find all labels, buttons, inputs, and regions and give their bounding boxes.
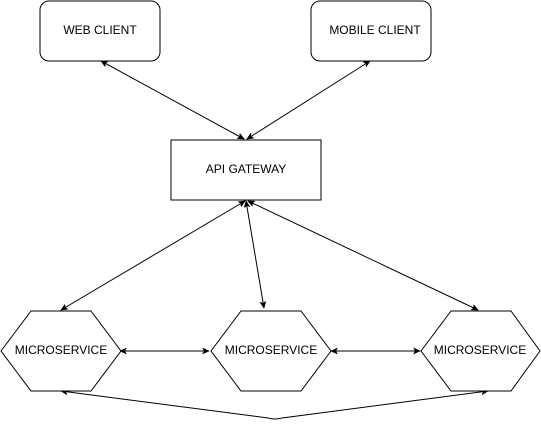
node-microservice-right: MICROSERVICE (420, 310, 541, 392)
edge-api-gateway-microservice-right (248, 200, 478, 311)
edge-api-gateway-microservice-center (246, 201, 264, 308)
api-gateway-label: API GATEWAY (206, 162, 286, 176)
mobile-client-box (310, 0, 432, 62)
edge-api-gateway-microservice-left (61, 201, 245, 310)
node-microservice-left: MICROSERVICE (0, 310, 122, 392)
web-client-box (39, 0, 161, 62)
api-gateway-box (170, 139, 322, 201)
edge-web-client-api-gateway (101, 60, 244, 140)
microservice-right-hexagon (420, 310, 541, 392)
web-client-label: WEB CLIENT (63, 23, 137, 37)
microservice-left-label: MICROSERVICE (15, 343, 107, 357)
microservice-center-hexagon (210, 310, 332, 392)
connectors (61, 60, 488, 420)
node-web-client: WEB CLIENT (39, 0, 161, 62)
edge-microservice-left-right (61, 391, 488, 420)
node-api-gateway: API GATEWAY (170, 139, 322, 201)
mobile-client-label: MOBILE CLIENT (329, 23, 421, 37)
microservice-left-hexagon (0, 310, 122, 392)
node-mobile-client: MOBILE CLIENT (310, 0, 432, 62)
edge-mobile-client-api-gateway (247, 61, 370, 139)
microservice-center-label: MICROSERVICE (225, 343, 317, 357)
microservice-right-label: MICROSERVICE (434, 343, 526, 357)
node-microservice-center: MICROSERVICE (210, 310, 332, 392)
